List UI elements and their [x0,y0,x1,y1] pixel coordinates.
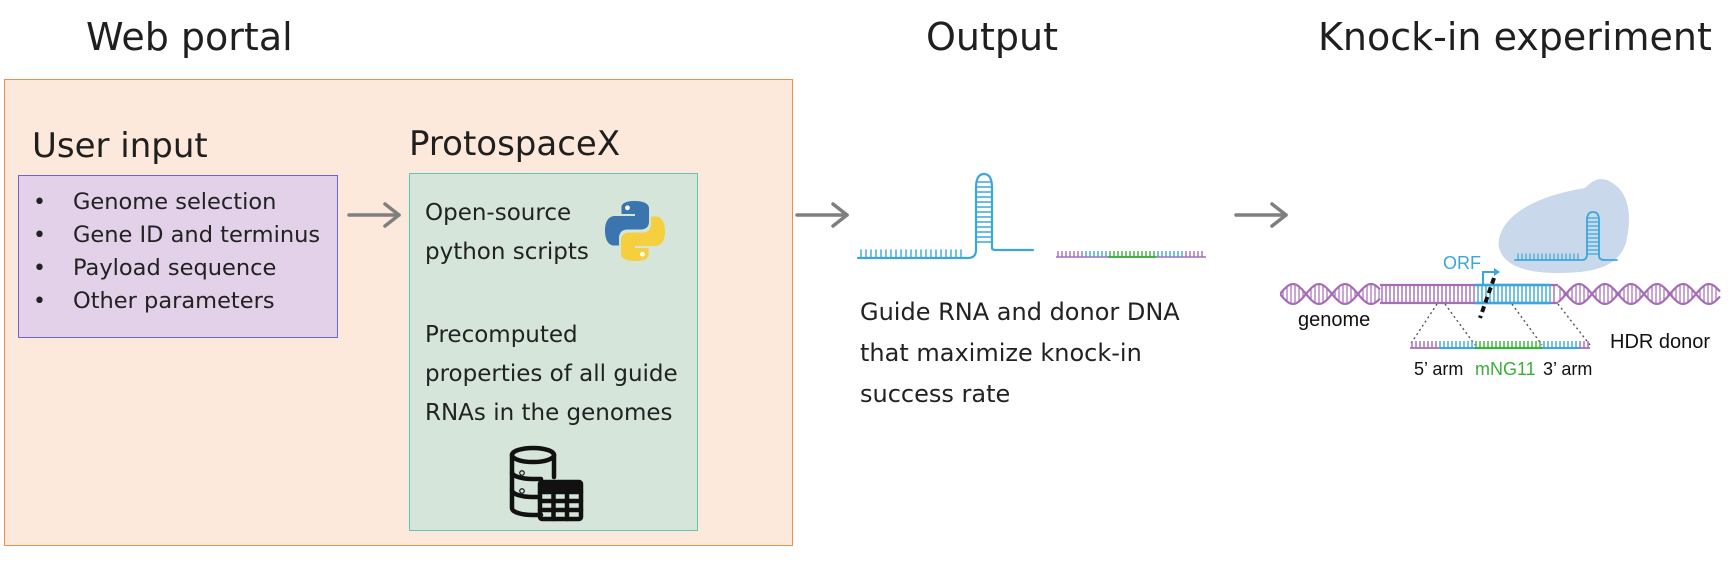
list-item: Payload sequence [19,252,320,285]
arrow-right-icon [347,202,401,228]
list-item: Gene ID and terminus [19,219,320,252]
user-input-list: Genome selection Gene ID and terminus Pa… [19,186,320,318]
guide-rna-icon [856,172,1035,260]
database-table-icon [509,445,584,522]
user-input-title: User input [32,126,208,166]
output-title: Output [926,15,1058,59]
donor-dna-icon [1056,251,1206,258]
output-description: Guide RNA and donor DNA that maximize kn… [860,298,1180,408]
scripts-text: Open-source python scripts [425,200,589,265]
orf-label: ORF [1443,253,1481,273]
python-logo-icon [605,201,665,261]
knock-in-title: Knock-in experiment [1318,15,1712,59]
arm5-label: 5’ arm [1414,359,1464,379]
genome-dna-icon [1280,283,1721,305]
arrow-right-icon [1234,202,1288,228]
arrow-right-icon [795,202,849,228]
protospacex-title: ProtospaceX [409,124,621,164]
user-input-box: Genome selection Gene ID and terminus Pa… [18,175,338,338]
list-item: Genome selection [19,186,320,219]
list-item: Other parameters [19,285,320,318]
hdr-donor-label: HDR donor [1610,331,1711,353]
mng11-label: mNG11 [1475,359,1536,379]
protospacex-box: Open-source python scripts Precomputed p… [409,173,698,531]
web-portal-title: Web portal [86,15,293,59]
precomputed-text: Precomputed properties of all guide RNAs… [425,322,678,426]
knock-in-diagram [1280,179,1721,350]
arm3-label: 3’ arm [1543,359,1593,379]
genome-label: genome [1298,309,1371,331]
